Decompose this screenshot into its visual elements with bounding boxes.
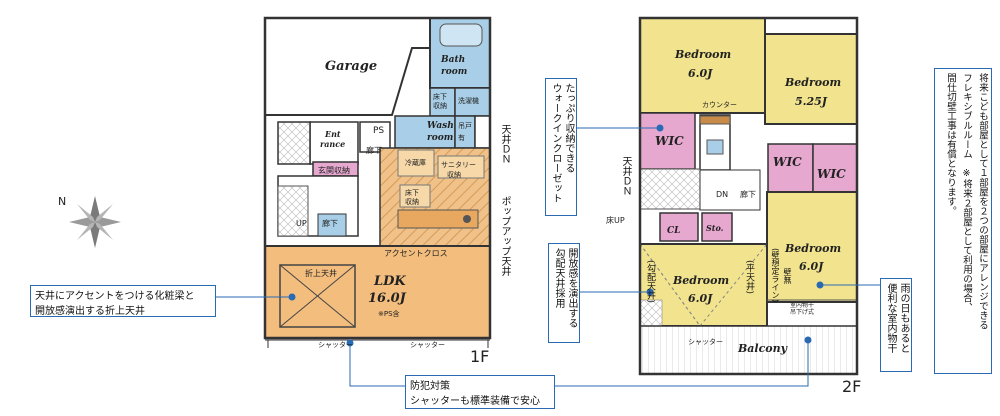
slope-callout-line2: 勾配天井採用 xyxy=(553,248,564,308)
slope-callout: 開放感を演出する 勾配天井採用 xyxy=(548,243,580,343)
ps-note: ※PS含 xyxy=(378,309,400,318)
yukashita-label-line1: 床下 xyxy=(433,92,447,101)
floor-up-label: 床UP xyxy=(606,215,625,225)
bedroom1-label: Bedroom xyxy=(674,48,731,61)
slope-callout-line1: 開放感を演出する xyxy=(566,248,577,328)
wic-label-2: WIC xyxy=(773,155,802,169)
shutter-label-2: シャッター xyxy=(410,340,445,349)
walkin-callout-line1: たっぷり収納できる xyxy=(563,83,574,173)
compass-n-label: N xyxy=(58,195,66,208)
bedroom2-size: 5.25J xyxy=(795,95,828,108)
rain-callout-line1: 雨の日もあると xyxy=(898,283,909,353)
garage-label: Garage xyxy=(325,59,377,74)
compass-rose xyxy=(69,196,121,248)
ldk-label: LDK xyxy=(373,274,406,289)
ceiling-dn-2f-label: 天井ＤＮ xyxy=(620,156,631,196)
floor1-title: 1F xyxy=(470,347,489,366)
security-callout: 防犯対策 シャッターも標準装備で安心 xyxy=(405,375,555,409)
ps-label: PS xyxy=(373,126,384,136)
kobai-label: (勾配天井) xyxy=(645,260,655,304)
wash-label-line1: Wash xyxy=(427,121,454,131)
no-wall-label: 壁無 xyxy=(783,268,792,284)
rain-callout: 雨の日もあると 便利な室内物干 xyxy=(880,278,912,372)
bedroom3-label: Bedroom xyxy=(672,274,729,287)
orijou-label: 折上天井 xyxy=(305,268,337,278)
wic-label-1: WIC xyxy=(655,134,684,148)
hallway2-label: 廊下 xyxy=(322,218,338,228)
floor2-plan xyxy=(638,16,859,376)
floor2-title: 2F xyxy=(842,377,861,396)
future-callout-line1: 将来こども部屋として１部屋を２つの部屋にアレンジできる xyxy=(977,73,988,330)
callout-lines xyxy=(205,124,880,387)
floor-storage-label-line1: 床下 xyxy=(405,188,419,197)
ceiling-callout: 天井にアクセントをつける化粧梁と 開放感演出する折上天井 xyxy=(30,285,216,317)
shutter-2f-label: シャッター xyxy=(688,337,723,346)
wash-label-line2: room xyxy=(427,133,453,143)
bath-label-line2: room xyxy=(441,67,467,77)
future-callout-line2: フレキシブルルーム ※将来２部屋として利用の場合、 xyxy=(961,73,972,312)
accent-cross-label: アクセントクロス xyxy=(384,249,448,258)
dn-label: DN xyxy=(716,190,728,199)
walkin-callout: たっぷり収納できる ウォークインクローゼット xyxy=(545,78,577,216)
rain-callout-line2: 便利な室内物干 xyxy=(885,283,896,353)
tsuri-label-line2: 有 xyxy=(458,133,465,142)
hoshi-label-line1: 室内物干 xyxy=(790,301,814,309)
hira-label: (平天井) xyxy=(744,260,754,295)
security-callout-line1: 防犯対策 xyxy=(410,381,450,392)
sanitary-label-line2: 収納 xyxy=(447,170,461,179)
tsuri-label-line1: 吊戸 xyxy=(458,122,472,130)
up-label: UP xyxy=(296,219,307,228)
ceiling-callout-line2: 開放感演出する折上天井 xyxy=(35,306,145,317)
counter-label: カウンター xyxy=(702,100,737,109)
ldk-size: 16.0J xyxy=(368,291,407,306)
balcony-label: Balcony xyxy=(737,342,789,355)
cl-label: CL xyxy=(667,226,681,236)
ceiling-dn-1f-label: 天井ＤＮ xyxy=(499,124,510,164)
hallway2f-label: 廊下 xyxy=(740,189,756,199)
bedroom1-size: 6.0J xyxy=(688,67,713,80)
entrance-label-line1: Ent xyxy=(324,129,341,139)
ceiling-callout-line1: 天井にアクセントをつける化粧梁と xyxy=(35,291,195,302)
laundry-label: 洗濯機 xyxy=(458,96,479,105)
bedroom4-label: Bedroom xyxy=(784,242,841,255)
bedroom2-label: Bedroom xyxy=(784,76,841,89)
sto-label: Sto. xyxy=(706,223,724,233)
walkin-callout-line2: ウォークインクローゼット xyxy=(550,83,561,203)
popup-ceiling-label: ポップアップ天井 xyxy=(499,196,510,276)
entrance-label-line2: rance xyxy=(320,139,345,149)
floor-storage-label-line2: 収納 xyxy=(405,197,419,206)
bedroom4-size: 6.0J xyxy=(799,260,824,273)
genkan-storage-label: 玄関収納 xyxy=(318,165,350,175)
future-callout-line3: 間仕切壁工事は有償となります。 xyxy=(945,73,956,216)
hoshi-label-line2: 吊下げ式 xyxy=(790,308,814,316)
hallway-label: 廊下 xyxy=(366,145,382,155)
yukashita-label-line2: 収納 xyxy=(433,101,447,110)
floor1-plan xyxy=(263,16,492,348)
bedroom3-size: 6.0J xyxy=(688,292,713,305)
partition-line-label: (壁想定ライン) xyxy=(771,248,780,303)
wic-label-3: WIC xyxy=(817,167,846,181)
sanitary-label-line1: サニタリー xyxy=(441,160,476,169)
future-room-callout: 将来こども部屋として１部屋を２つの部屋にアレンジできる フレキシブルルーム ※将… xyxy=(934,68,992,374)
bath-label-line1: Bath xyxy=(440,55,465,65)
security-callout-line2: シャッターも標準装備で安心 xyxy=(410,396,540,407)
fridge-label: 冷蔵庫 xyxy=(405,158,426,167)
shutter-label-1: シャッター xyxy=(318,340,353,349)
